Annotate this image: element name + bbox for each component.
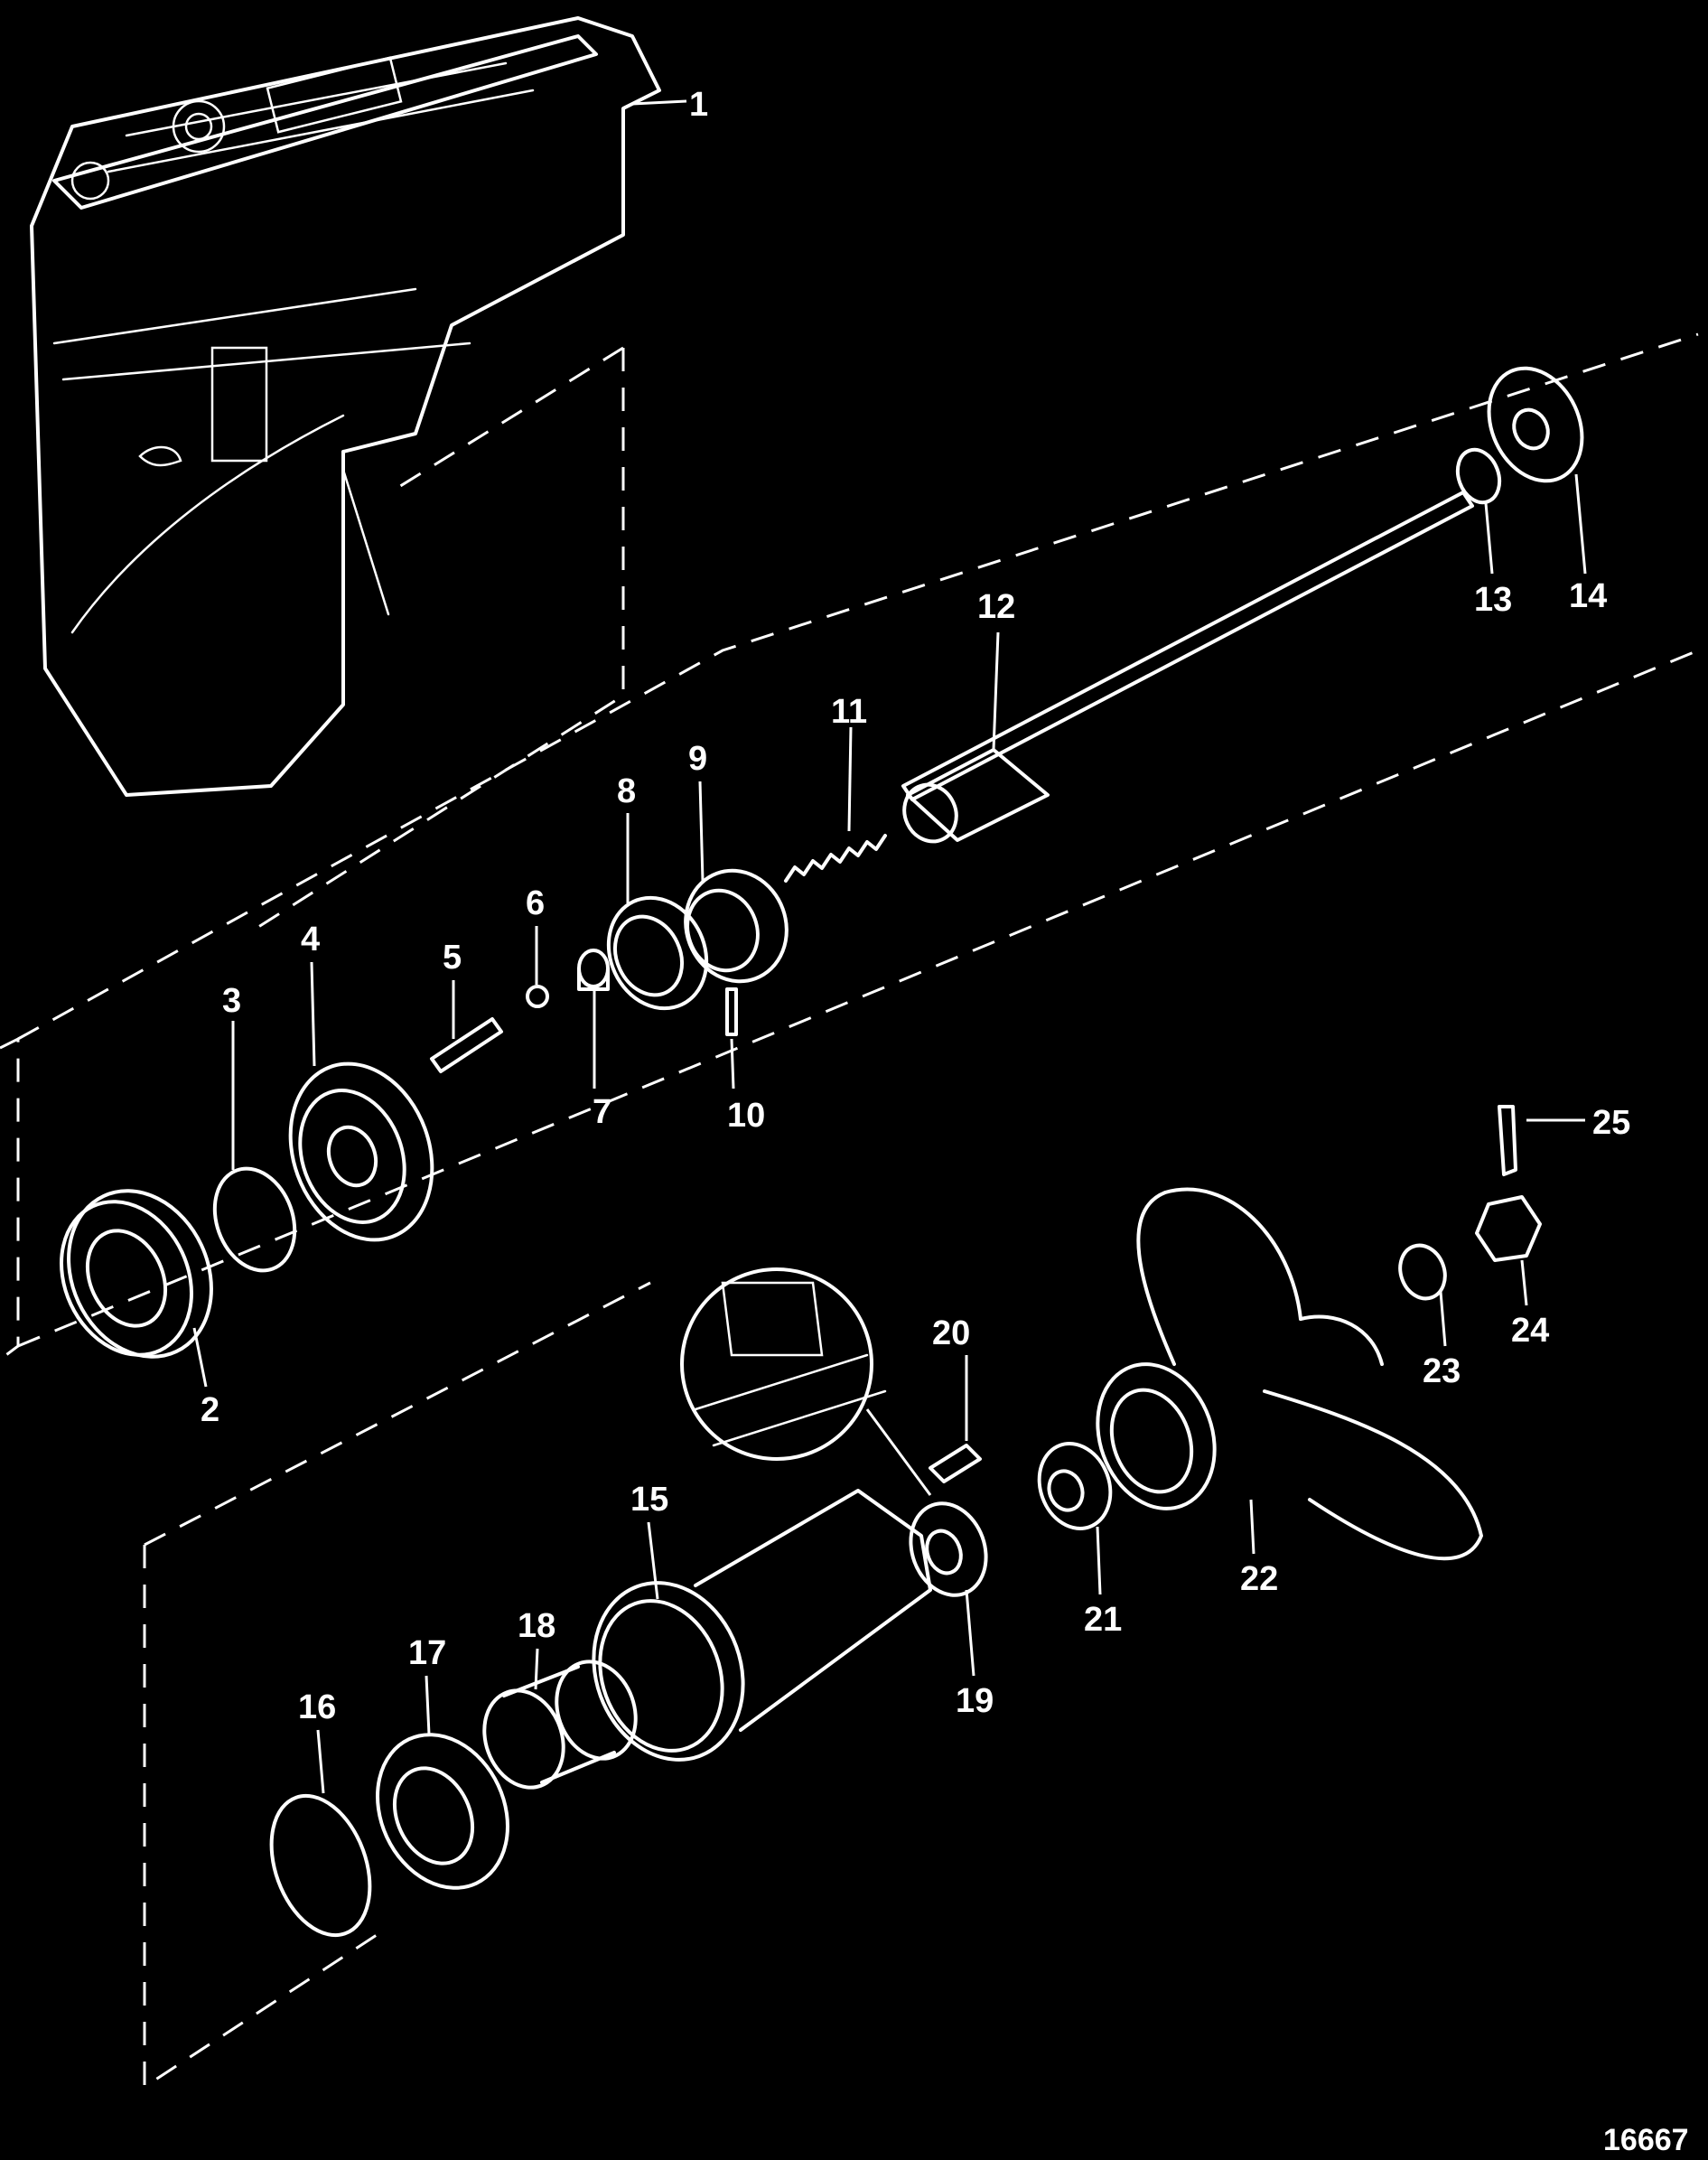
callout-12: 12	[977, 588, 1015, 626]
callout-8: 8	[617, 772, 636, 810]
callout-20: 20	[932, 1314, 970, 1352]
forward-gear	[1487, 366, 1584, 483]
callout-7: 7	[593, 1093, 611, 1131]
callout-13: 13	[1474, 581, 1512, 619]
callout-4: 4	[301, 921, 320, 958]
callout-23: 23	[1423, 1352, 1461, 1390]
washer	[1398, 1243, 1447, 1301]
carrier-screw	[929, 1444, 982, 1483]
callout-19: 19	[956, 1682, 994, 1720]
ring	[606, 895, 709, 1011]
callout-22: 22	[1240, 1560, 1278, 1598]
cross-pin	[430, 1017, 503, 1073]
callout-10: 10	[727, 1097, 765, 1135]
callout-1: 1	[689, 86, 708, 124]
bearing	[60, 1189, 213, 1359]
propeller-shaft	[901, 491, 1474, 844]
callout-16: 16	[298, 1688, 336, 1726]
leader-lines	[192, 99, 1587, 1794]
sleeve	[577, 949, 610, 991]
callout-24: 24	[1511, 1312, 1549, 1350]
thrust-hub	[1037, 1442, 1113, 1530]
clutch	[684, 868, 789, 984]
figure-number: 16667	[1603, 2123, 1689, 2157]
bearing-carrier	[592, 1489, 932, 1762]
propeller	[1096, 1187, 1483, 1561]
callout-18: 18	[518, 1607, 555, 1645]
shim-ring	[212, 1166, 297, 1273]
callout-9: 9	[688, 740, 707, 778]
magnified-detail	[680, 1267, 932, 1496]
callout-6: 6	[526, 884, 545, 922]
needle-bearing	[482, 1660, 638, 1790]
callout-25: 25	[1592, 1104, 1630, 1142]
callout-21: 21	[1084, 1601, 1122, 1639]
clutch-pin	[725, 987, 738, 1036]
callout-3: 3	[222, 982, 241, 1020]
callout-17: 17	[408, 1634, 446, 1672]
callout-5: 5	[443, 939, 462, 977]
cotter-pin	[1498, 1105, 1517, 1176]
propeller-nut	[1475, 1195, 1542, 1262]
callout-15: 15	[630, 1481, 668, 1519]
callout-labels: 1 2 3 4 5 6 7 8 9 10 11 12 13 14 15 16 1…	[201, 86, 1630, 1726]
gear-housing	[30, 16, 661, 797]
oil-seal	[909, 1501, 988, 1597]
dashed-frame-lines	[0, 332, 1699, 2090]
carrier-bearing	[376, 1733, 509, 1890]
cross-pin-spring	[784, 834, 887, 883]
reverse-gear	[288, 1061, 434, 1242]
thrust-washer	[1455, 447, 1502, 505]
o-ring	[269, 1793, 372, 1938]
detent-ball	[526, 985, 549, 1008]
callout-14: 14	[1569, 577, 1607, 615]
callout-2: 2	[201, 1391, 219, 1429]
callout-11: 11	[831, 693, 867, 731]
